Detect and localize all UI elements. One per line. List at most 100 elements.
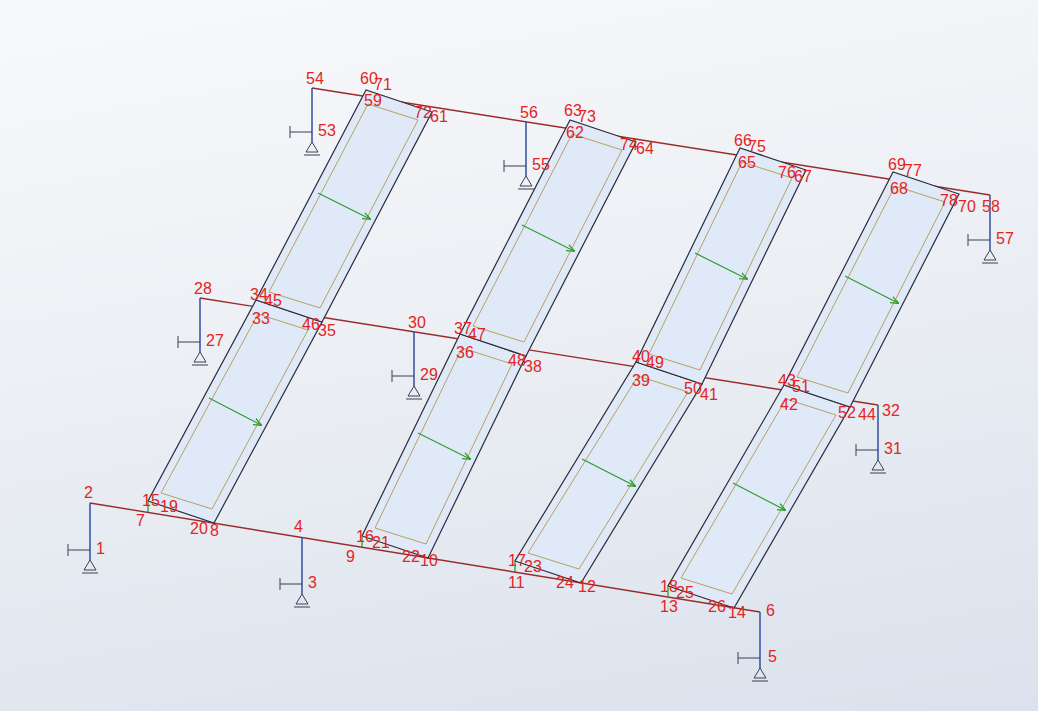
column-line (90, 88, 990, 668)
node-number: 20 (190, 521, 208, 537)
beam-line (90, 88, 990, 612)
node-number: 64 (636, 141, 654, 157)
node-number: 51 (792, 379, 810, 395)
node-number: 2 (84, 485, 93, 501)
node-number: 7 (136, 513, 145, 529)
panel-surface (362, 334, 526, 558)
node-number: 14 (728, 605, 746, 621)
panel-inner-edge (473, 134, 622, 342)
node-number: 30 (408, 315, 426, 331)
column-line (89, 503, 91, 560)
panel-inner-edge (797, 186, 945, 393)
node-number: 3 (308, 575, 317, 591)
node-number: 27 (206, 333, 224, 349)
node-number: 53 (318, 123, 336, 139)
node-number: 15 (142, 493, 160, 509)
node-number: 9 (346, 549, 355, 565)
node-number: 22 (402, 549, 420, 565)
support-symbol (738, 652, 768, 681)
node-number: 62 (566, 125, 584, 141)
node-number: 50 (684, 381, 702, 397)
node-number: 56 (520, 105, 538, 121)
panel-inner-edge (528, 376, 688, 569)
support-symbol (68, 126, 998, 681)
node-number: 54 (306, 71, 324, 87)
panel-surface (636, 148, 806, 384)
local-axis-arrow (582, 459, 635, 486)
support-symbol (392, 370, 422, 399)
node-number: 76 (778, 165, 796, 181)
node-number: 26 (708, 599, 726, 615)
local-axis-arrow (733, 483, 785, 510)
column-line (877, 405, 879, 460)
node-number: 55 (532, 157, 550, 173)
node-number: 32 (882, 403, 900, 419)
node-number: 19 (160, 499, 178, 515)
node-number: 5 (768, 649, 777, 665)
node-number: 38 (524, 359, 542, 375)
support-symbol (290, 126, 320, 155)
node-number: 52 (838, 405, 856, 421)
panel-inner-edge (269, 104, 418, 308)
local-axis-arrow (695, 253, 747, 279)
node-number: 21 (372, 535, 390, 551)
node-number: 11 (508, 575, 525, 591)
node-number: 36 (456, 345, 474, 361)
node-number: 6 (766, 603, 775, 619)
node-number: 33 (252, 311, 270, 327)
node-number: 39 (632, 373, 650, 389)
node-number: 67 (794, 169, 812, 185)
node-number: 65 (738, 155, 756, 171)
node-number: 49 (646, 355, 664, 371)
support-symbol (280, 578, 310, 607)
node-number: 18 (660, 579, 678, 595)
node-number: 25 (676, 585, 694, 601)
node-number: 16 (356, 529, 374, 545)
local-axis-arrow (318, 193, 370, 219)
node-number: 70 (958, 199, 976, 215)
panel-surface (784, 172, 959, 407)
node-number: 59 (364, 93, 382, 109)
node-number: 17 (508, 553, 526, 569)
node-number: 78 (940, 193, 958, 209)
node-number: 48 (508, 353, 526, 369)
panel-inner-edge (161, 104, 945, 594)
node-number: 46 (302, 317, 320, 333)
node-number: 29 (420, 367, 438, 383)
column-line (199, 298, 201, 352)
local-axis-arrow (522, 225, 574, 251)
node-number: 23 (524, 559, 542, 575)
support-strut (148, 501, 668, 597)
support-symbol (68, 544, 98, 573)
local-axis-arrow (209, 398, 261, 425)
node-number: 35 (318, 323, 336, 339)
node-number: 13 (660, 599, 678, 615)
node-number: 4 (294, 519, 303, 535)
local-axis-arrow (209, 193, 898, 510)
node-number: 77 (904, 163, 922, 179)
node-number: 10 (420, 553, 438, 569)
support-symbol (968, 234, 998, 263)
node-number: 44 (858, 407, 876, 423)
node-number: 57 (996, 231, 1014, 247)
local-axis-arrow (845, 276, 898, 303)
column-line (301, 537, 303, 594)
support-symbol (856, 444, 886, 473)
node-number: 1 (96, 541, 105, 557)
node-number: 47 (468, 327, 486, 343)
panel-surface (148, 90, 959, 608)
column-line (759, 612, 761, 668)
panel-surface (515, 362, 702, 583)
node-number: 68 (890, 181, 908, 197)
panel-surface (668, 385, 850, 608)
panel-inner-edge (161, 314, 308, 509)
panel-inner-edge (375, 348, 512, 544)
node-number: 73 (578, 109, 596, 125)
node-number: 69 (888, 157, 906, 173)
panel-surface (256, 90, 432, 322)
node-number: 74 (620, 137, 638, 153)
node-number: 42 (780, 397, 798, 413)
local-axis-arrow (418, 433, 470, 459)
node-number: 71 (374, 77, 392, 93)
